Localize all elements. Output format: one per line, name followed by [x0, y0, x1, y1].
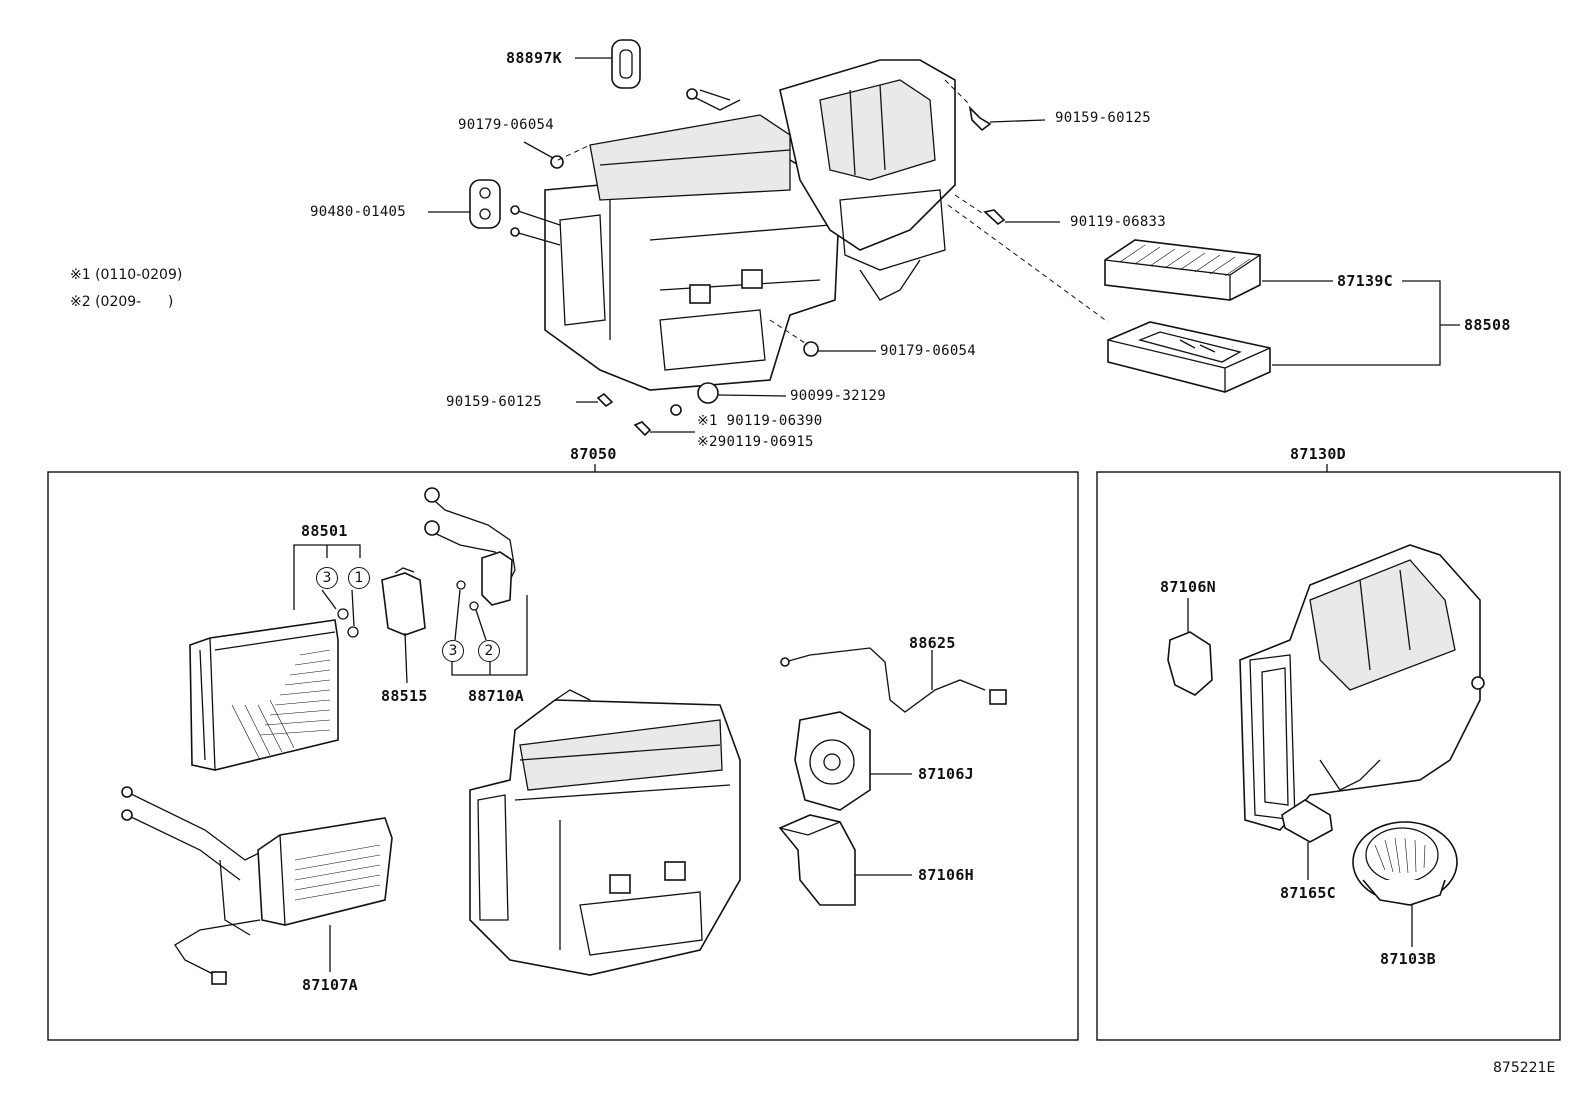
heater-case	[469, 689, 741, 976]
part-label-87107a[interactable]: 87107A	[302, 976, 358, 994]
group-box-87050	[47, 471, 1079, 1041]
blower-motor	[1352, 821, 1458, 947]
part-label-87165c[interactable]: 87165C	[1280, 884, 1336, 902]
group-label-87050[interactable]: 87050	[570, 445, 617, 463]
part-label-90159-60125-b[interactable]: 90159-60125	[446, 394, 543, 410]
part-label-90179-06054-b[interactable]: 90179-06054	[880, 343, 977, 359]
part-label-88508[interactable]: 88508	[1464, 316, 1511, 334]
part-label-87103b[interactable]: 87103B	[1380, 950, 1436, 968]
circled-number-3-a: 3	[316, 567, 338, 589]
air-filters	[1104, 239, 1271, 393]
part-label-90119-06833[interactable]: 90119-06833	[1070, 214, 1167, 230]
part-label-87106j[interactable]: 87106J	[918, 765, 974, 783]
part-label-88897k[interactable]: 88897K	[506, 49, 562, 67]
circled-number-2: 2	[478, 640, 500, 662]
blower-assembly	[1239, 544, 1485, 831]
group-label-87130d[interactable]: 87130D	[1290, 445, 1346, 463]
hvac-unit-assembly-top	[469, 39, 1006, 437]
part-label-87106h[interactable]: 87106H	[918, 866, 974, 884]
tube-88710a	[424, 487, 516, 606]
group-box-87130d	[1096, 471, 1561, 1041]
note-line-1: ※1 (0110-0209)	[70, 267, 183, 283]
part-label-88710a[interactable]: 88710A	[468, 687, 524, 705]
note-line-2: ※2 (0209- )	[70, 294, 174, 310]
circled-number-3-b: 3	[442, 640, 464, 662]
part-label-87139c[interactable]: 87139C	[1337, 272, 1393, 290]
servo-87106h	[778, 814, 912, 906]
circled-number-1: 1	[348, 567, 370, 589]
diagram-id: 875221E	[1493, 1060, 1556, 1076]
evaporator	[189, 619, 339, 771]
heater-core	[121, 786, 393, 985]
part-label-90159-60125-a[interactable]: 90159-60125	[1055, 110, 1152, 126]
part-label-90119-06915[interactable]: ※290119-06915	[697, 434, 814, 450]
servo-87106j	[794, 711, 912, 811]
part-label-88515[interactable]: 88515	[381, 687, 428, 705]
part-label-88501[interactable]: 88501	[301, 522, 348, 540]
part-label-90099-32129[interactable]: 90099-32129	[790, 388, 887, 404]
part-label-90480-01405[interactable]: 90480-01405	[310, 204, 407, 220]
part-label-90179-06054-a[interactable]: 90179-06054	[458, 117, 555, 133]
part-label-88625[interactable]: 88625	[909, 634, 956, 652]
part-label-90119-06390[interactable]: ※1 90119-06390	[697, 413, 823, 429]
part-label-87106n[interactable]: 87106N	[1160, 578, 1216, 596]
